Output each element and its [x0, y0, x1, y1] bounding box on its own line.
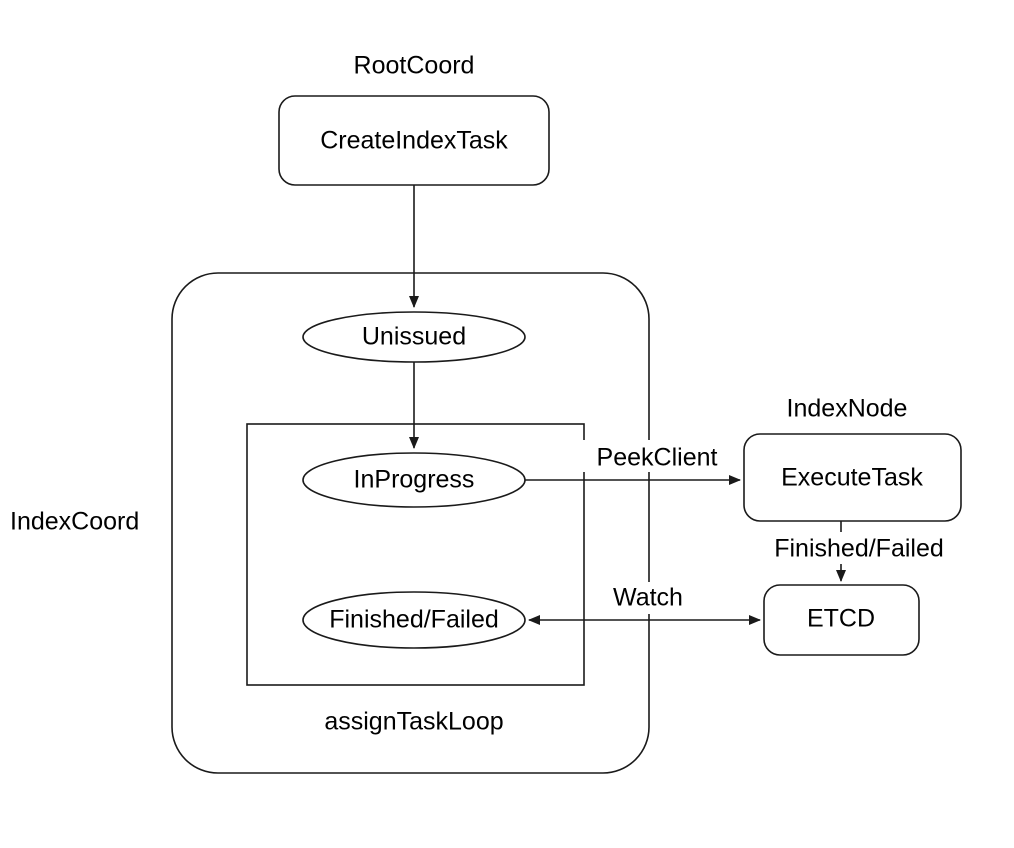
group-label-root-coord: RootCoord: [354, 52, 475, 80]
node-execute-task[interactable]: ExecuteTask: [743, 433, 962, 522]
index-coord-container: [171, 272, 650, 774]
create-index-task-box[interactable]: [278, 95, 550, 186]
inprogress-label: InProgress: [354, 466, 475, 494]
group-label-index-coord: IndexCoord: [10, 508, 139, 536]
etcd-label: ETCD: [807, 605, 875, 633]
unissued-label: Unissued: [362, 323, 466, 351]
finished-failed-label: Finished/Failed: [329, 606, 499, 634]
edge-label-watch: Watch: [613, 584, 683, 612]
edge-label-finished-failed: Finished/Failed: [774, 535, 944, 563]
execute-task-box[interactable]: [743, 433, 962, 522]
node-finished-failed[interactable]: Finished/Failed: [302, 591, 526, 649]
create-index-task-label: CreateIndexTask: [320, 127, 508, 155]
node-create-index-task[interactable]: CreateIndexTask: [278, 95, 550, 186]
finished-failed-edge-label-backdrop: [757, 532, 962, 564]
node-inprogress[interactable]: InProgress: [302, 452, 526, 508]
node-etcd[interactable]: ETCD: [763, 584, 920, 656]
finished-failed-ellipse[interactable]: [302, 591, 526, 649]
group-label-index-node: IndexNode: [787, 395, 908, 423]
watch-label-backdrop: [603, 582, 695, 614]
etcd-box[interactable]: [763, 584, 920, 656]
execute-task-label: ExecuteTask: [781, 464, 923, 492]
unissued-ellipse[interactable]: [302, 311, 526, 363]
group-label-assign-task-loop: assignTaskLoop: [324, 708, 503, 736]
assign-task-loop-container: [246, 423, 585, 686]
inprogress-ellipse[interactable]: [302, 452, 526, 508]
peek-client-label-backdrop: [583, 440, 731, 472]
node-unissued[interactable]: Unissued: [302, 311, 526, 363]
edge-label-peek-client: PeekClient: [597, 444, 718, 472]
